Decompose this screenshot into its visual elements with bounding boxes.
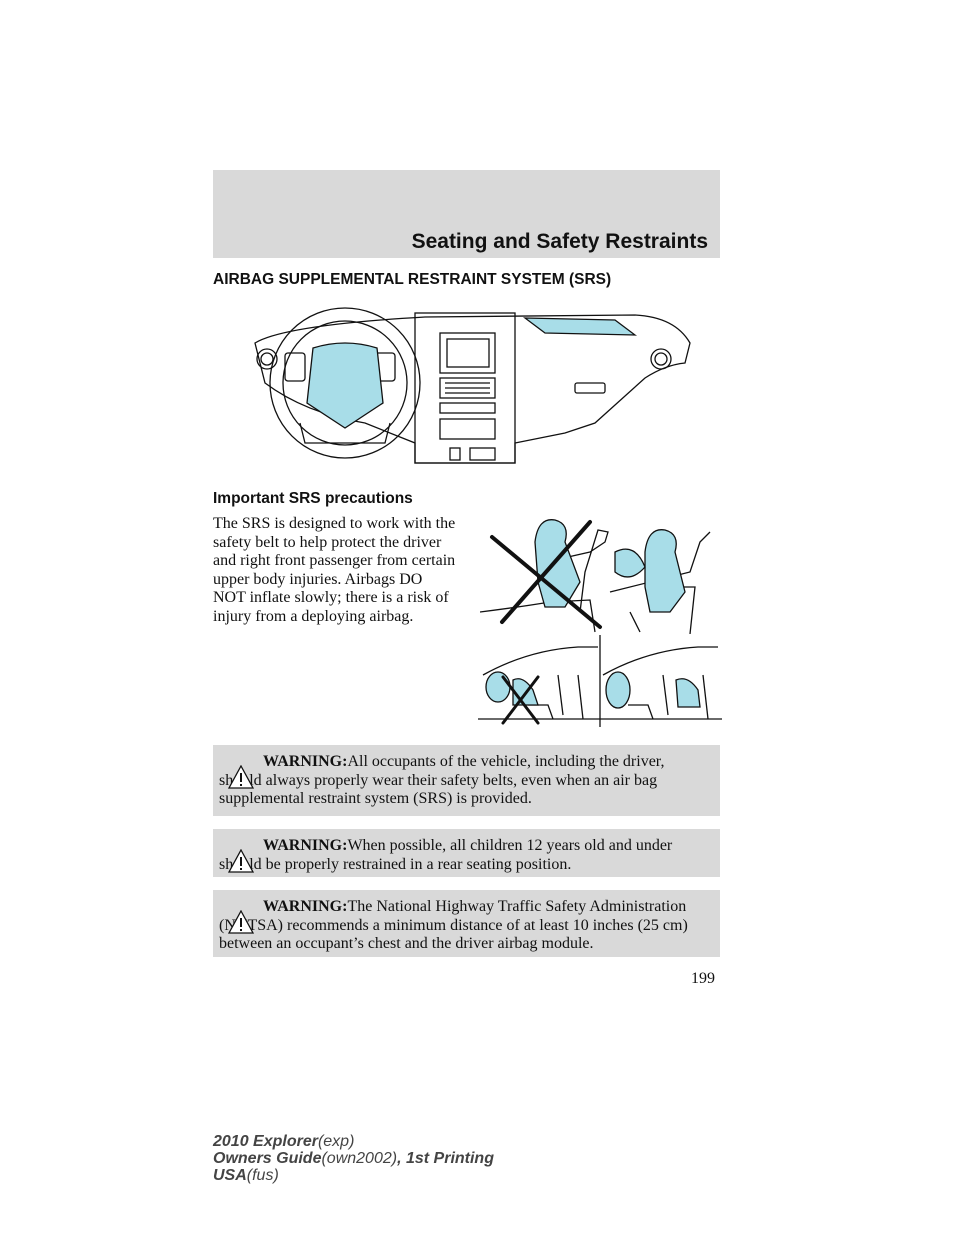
- warning-box: WARNING:All occupants of the vehicle, in…: [213, 745, 720, 816]
- footer-market-code: (fus): [246, 1167, 279, 1184]
- warning-triangle-icon: [228, 849, 254, 873]
- warning-label: WARNING:: [263, 753, 348, 770]
- footer-model: 2010 Explorer: [213, 1133, 318, 1150]
- warning-text: The National Highway Traffic Safety Admi…: [219, 898, 688, 952]
- warning-box: WARNING:The National Highway Traffic Saf…: [213, 890, 720, 957]
- warning-text: When possible, all children 12 years old…: [219, 837, 673, 873]
- document-footer: 2010 Explorer(exp) Owners Guide(own2002)…: [213, 1133, 494, 1184]
- precautions-heading: Important SRS precautions: [213, 490, 413, 507]
- warning-text: All occupants of the vehicle, including …: [219, 753, 665, 807]
- driver-airbag-icon: [306, 342, 384, 429]
- section-header-title: Seating and Safety Restraints: [411, 230, 708, 253]
- child-seat-illustration: [478, 635, 722, 727]
- passenger-airbag-icon: [522, 317, 638, 336]
- section-header: Seating and Safety Restraints: [213, 170, 720, 258]
- footer-model-code: (exp): [317, 1133, 355, 1150]
- page-title: AIRBAG SUPPLEMENTAL RESTRAINT SYSTEM (SR…: [213, 271, 612, 288]
- occupant-position-illustration: [480, 519, 711, 634]
- footer-guide-code: (own2002): [321, 1150, 398, 1167]
- page-number: 199: [691, 970, 715, 987]
- footer-printing: , 1st Printing: [397, 1150, 494, 1167]
- warning-box: WARNING:When possible, all children 12 y…: [213, 829, 720, 877]
- footer-market: USA: [213, 1167, 247, 1184]
- warning-label: WARNING:: [263, 898, 348, 915]
- precautions-body: The SRS is designed to work with the saf…: [213, 515, 456, 625]
- warning-triangle-icon: [228, 765, 254, 789]
- warning-label: WARNING:: [263, 837, 348, 854]
- warning-triangle-icon: [228, 910, 254, 934]
- dashboard-airbag-illustration: [254, 307, 691, 464]
- footer-guide: Owners Guide: [213, 1150, 322, 1167]
